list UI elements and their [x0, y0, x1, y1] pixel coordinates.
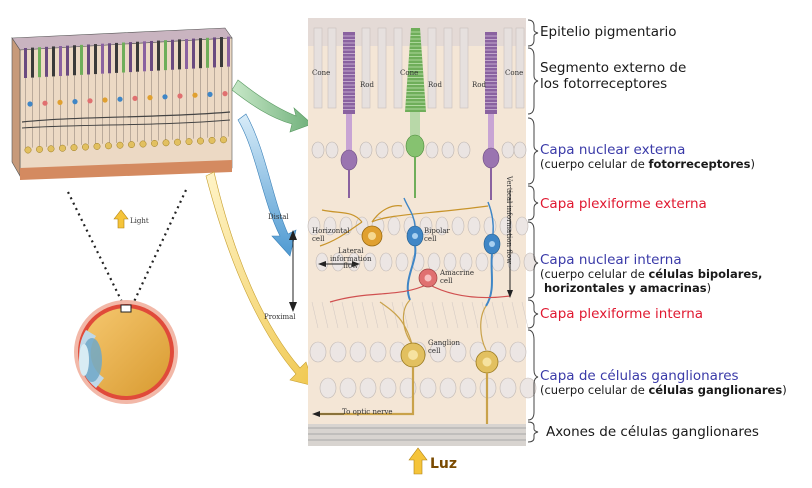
- label-rod-b: Rod: [428, 81, 442, 89]
- optic-nerve-arrow: [312, 411, 344, 417]
- rod-photoreceptor-left: [340, 32, 358, 198]
- label-optic-nerve: To optic nerve: [342, 408, 393, 416]
- sub-bold: fotorreceptores: [648, 157, 751, 172]
- horizontal-cell: [319, 205, 489, 247]
- label-vertical-flow: Vertical information flow: [505, 176, 513, 265]
- ganglion-cell-right: [475, 305, 499, 424]
- label-horizontal-cell: Horizontal cell: [312, 227, 350, 243]
- bipolar-cell-right: [483, 201, 501, 307]
- sub-line2: horizontales y amacrinas: [544, 280, 707, 295]
- sub-bold: células ganglionares: [648, 383, 783, 398]
- sub-pre: (cuerpo celular de: [540, 383, 649, 398]
- sub-bold: células bipolares,: [648, 267, 763, 282]
- sub-pre: (cuerpo celular de: [540, 267, 649, 282]
- amacrine-cell: [329, 268, 511, 303]
- sub-pre: (cuerpo celular de: [540, 157, 649, 172]
- label-proximal: Proximal: [264, 313, 296, 321]
- label-cone-a: Cone: [312, 69, 331, 77]
- label-cone-b: Cone: [400, 69, 419, 77]
- green-arrow: [231, 79, 313, 133]
- distal-proximal-axis: [289, 230, 297, 312]
- label-cone-c: Cone: [505, 69, 524, 77]
- layer-label-nuclear-externa: Capa nuclear externa (cuerpo celular de …: [540, 142, 755, 172]
- light-arrow-bottom: [408, 447, 428, 475]
- layer-label-nuclear-interna: Capa nuclear interna (cuerpo celular de …: [540, 252, 762, 296]
- bipolar-cell-left: [403, 197, 424, 301]
- vertical-flow-arrow: [507, 190, 513, 298]
- zoom-line-right: [131, 189, 187, 307]
- layer-label-segmento-line2: los fotorreceptores: [540, 76, 668, 93]
- lateral-flow-arrow: [318, 261, 360, 267]
- label-rod-c: Rod: [472, 81, 486, 89]
- layer-label-nuclear-interna-sub: (cuerpo celular de células bipolares,: [540, 267, 763, 282]
- label-ganglion-cell: Ganglion cell: [428, 339, 460, 355]
- layer-label-epitelio: Epitelio pigmentario: [540, 24, 677, 40]
- layer-label-axones: Axones de células ganglionares: [546, 424, 759, 440]
- layer-label-ganglionares-sub: (cuerpo celular de células ganglionares): [540, 383, 787, 398]
- layer-label-segmento-line1: Segmento externo de: [540, 60, 687, 76]
- layer-label-nuclear-interna-title: Capa nuclear interna: [540, 252, 682, 268]
- blue-arrow: [237, 113, 297, 257]
- label-amacrine-cell: Amacrine cell: [440, 269, 475, 285]
- layer-brackets: [527, 19, 539, 443]
- zoom-line-left: [67, 191, 125, 307]
- ganglion-cell-left: [318, 299, 426, 416]
- eye-illustration: [74, 300, 178, 404]
- label-light: Light: [130, 217, 149, 225]
- layer-label-ganglionares-title: Capa de células ganglionares: [540, 368, 739, 384]
- layer-label-segmento: Segmento externo de los fotorreceptores: [540, 60, 686, 92]
- label-bipolar-cell: Bipolar cell: [424, 227, 450, 243]
- sub-post: ): [782, 383, 787, 398]
- layer-label-plexiforme-externa: Capa plexiforme externa: [540, 196, 707, 212]
- sub-post: ): [706, 280, 712, 295]
- yellow-arrow: [205, 171, 315, 387]
- rod-photoreceptor-right: [482, 32, 500, 200]
- cone-photoreceptor: [405, 28, 426, 198]
- layer-label-ganglionares: Capa de células ganglionares (cuerpo cel…: [540, 368, 787, 398]
- label-distal: Distal: [268, 213, 289, 221]
- light-arrow-left: [113, 209, 129, 229]
- layer-label-nuclear-interna-sub2: horizontales y amacrinas): [540, 280, 762, 296]
- layer-label-nuclear-externa-title: Capa nuclear externa: [540, 142, 686, 158]
- sub-post: ): [750, 157, 755, 172]
- retina-block: [11, 27, 233, 180]
- label-rod-a: Rod: [360, 81, 374, 89]
- label-lateral-flow: Lateral information flow: [330, 247, 372, 271]
- layer-label-nuclear-externa-sub: (cuerpo celular de fotorreceptores): [540, 157, 755, 172]
- layer-label-plexiforme-interna: Capa plexiforme interna: [540, 306, 704, 322]
- luz-label: Luz: [430, 456, 458, 472]
